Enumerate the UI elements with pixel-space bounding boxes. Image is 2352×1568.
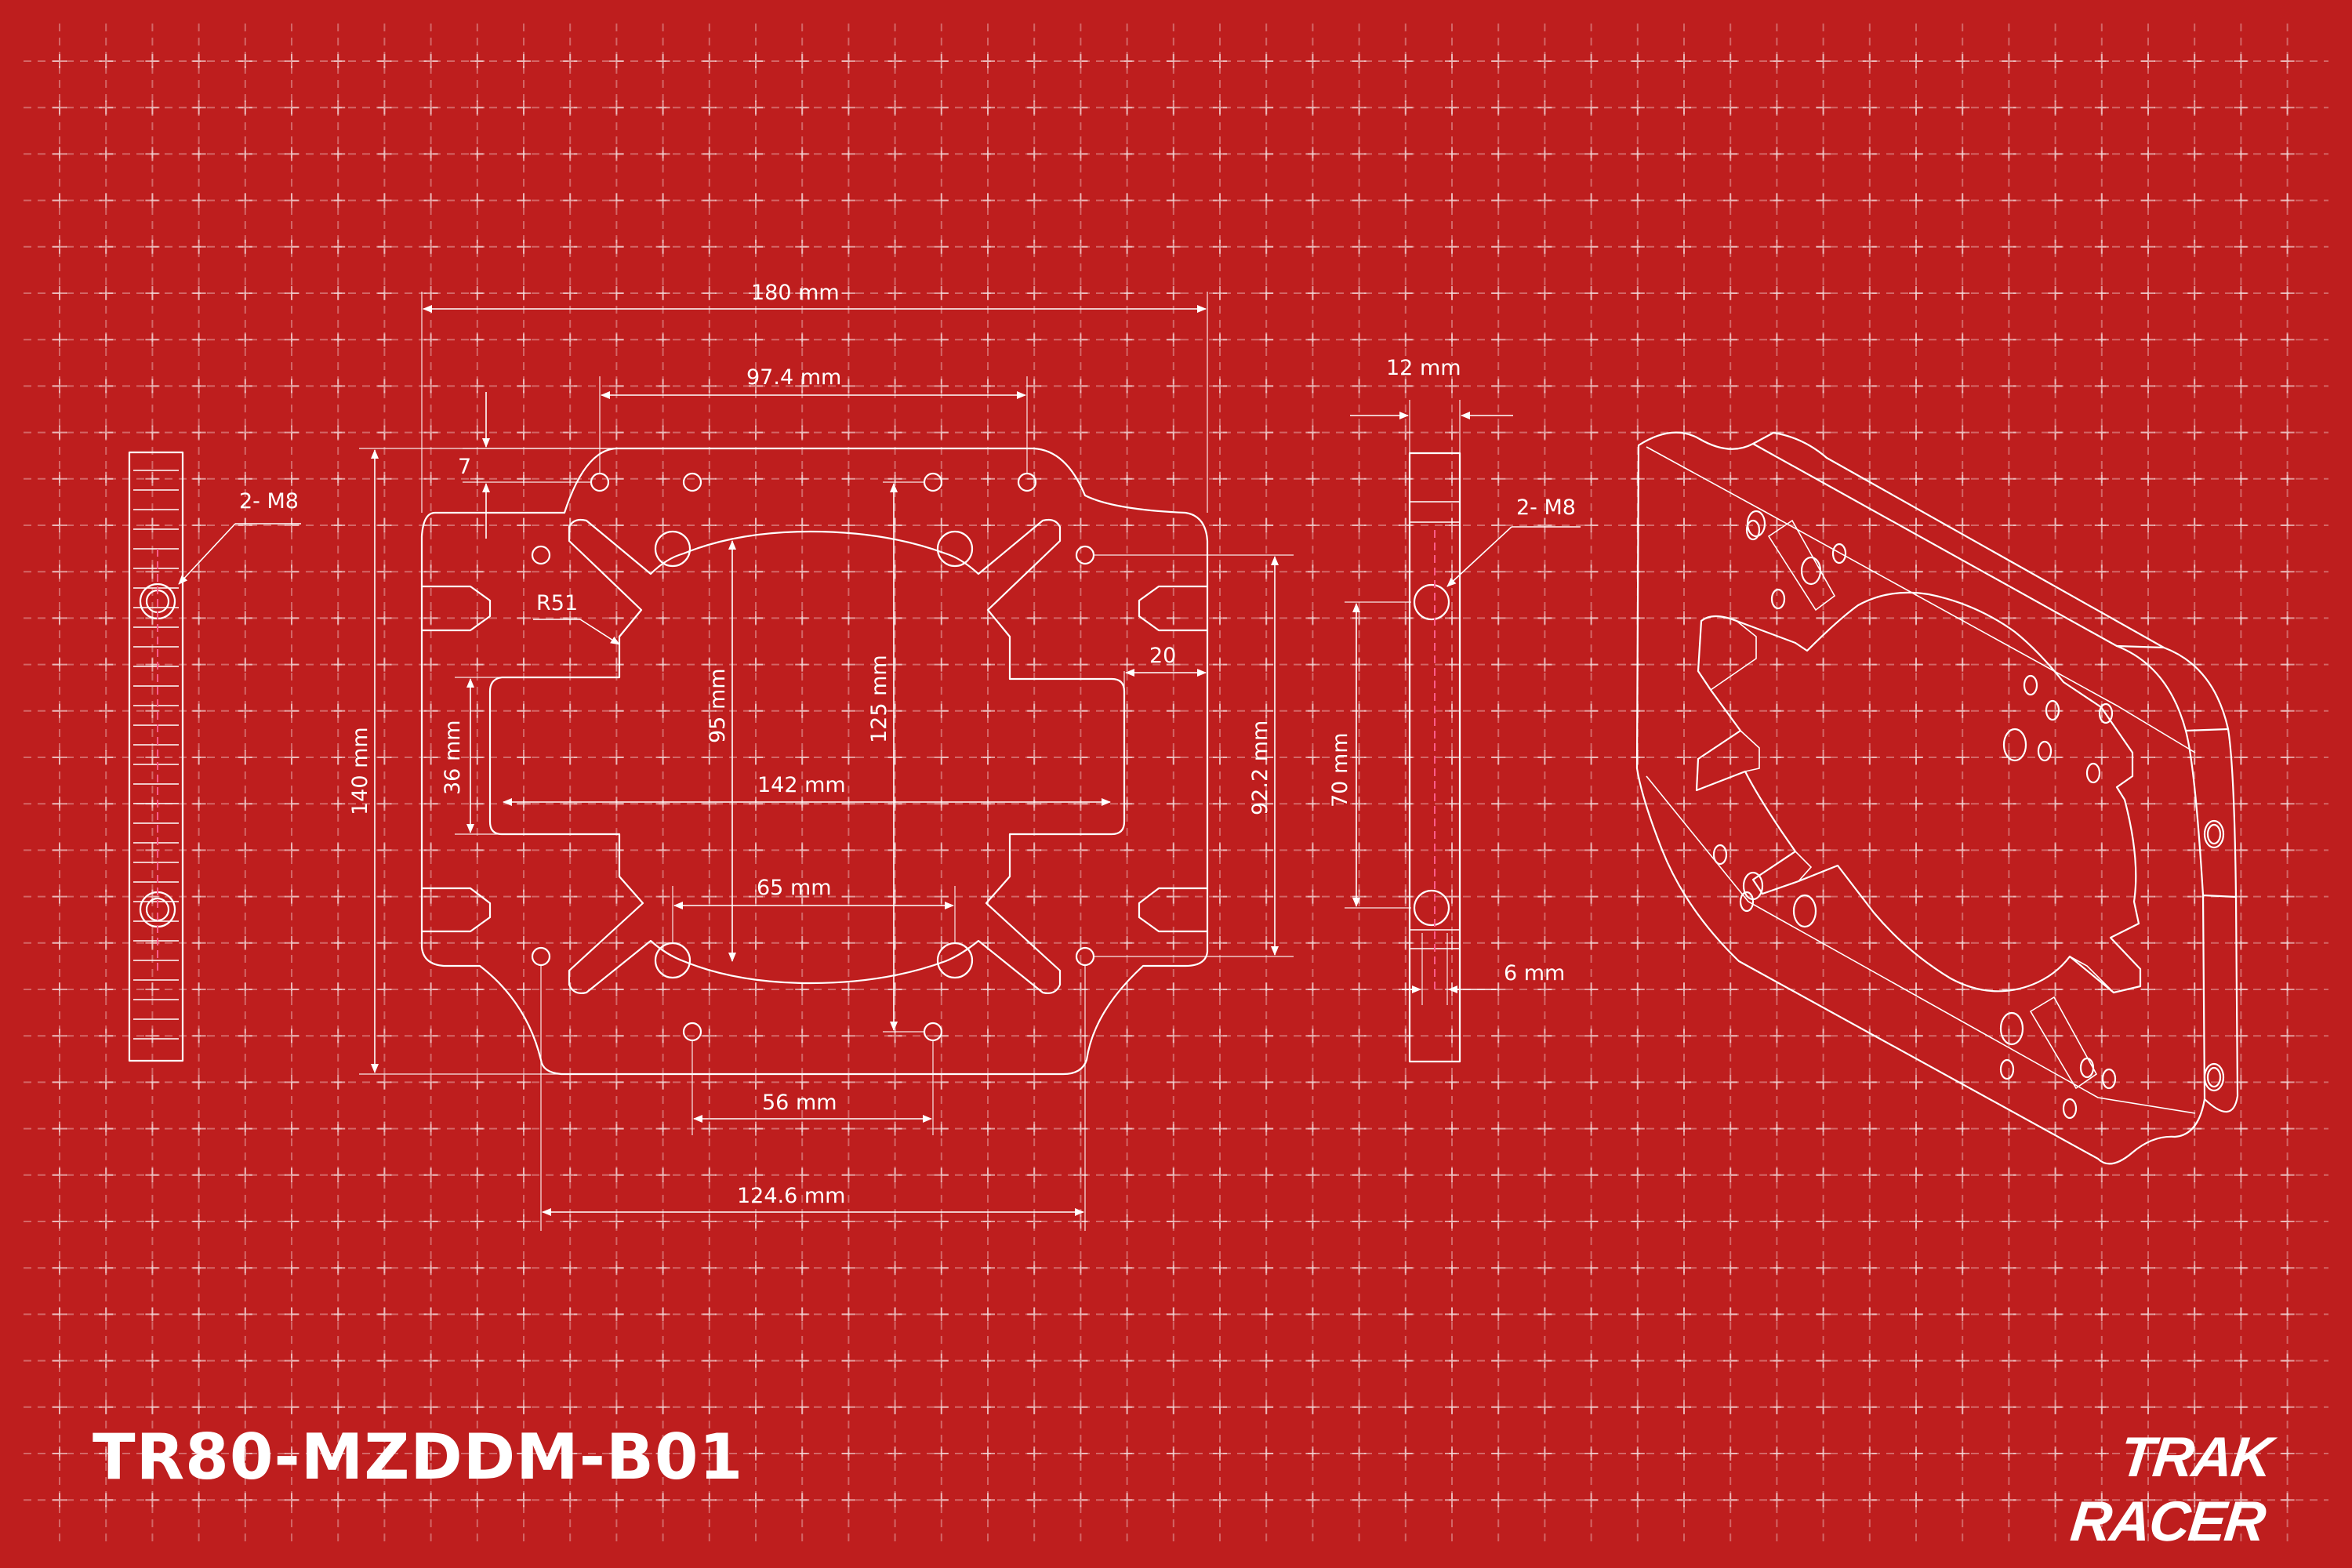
model-code: TR80-MZDDM-B01 — [93, 1421, 744, 1494]
dim-edge-offset: 7 — [458, 455, 471, 479]
side-view-thread-note: 2- M8 — [1516, 495, 1576, 520]
dim-side-slot: 20 — [1149, 644, 1176, 668]
dim-left-offset: 36 mm — [441, 720, 465, 795]
side-view-hole-spacing: 70 mm — [1328, 732, 1352, 808]
side-view-thickness: 12 mm — [1386, 356, 1461, 380]
dim-overall-height: 140 mm — [348, 727, 372, 815]
dim-vertical-holes: 125 mm — [867, 655, 891, 743]
left-edge-view: 2- M8 — [128, 451, 301, 1062]
dim-slot-length: 142 mm — [757, 773, 846, 797]
dim-bottom-span: 124.6 mm — [737, 1184, 845, 1208]
side-view: 12 mm 2- M8 70 mm 6 mm — [1328, 356, 1581, 1063]
dim-top-holes: 97.4 mm — [746, 365, 841, 390]
dim-bottom-holes: 56 mm — [762, 1091, 837, 1115]
left-view-thread-note: 2- M8 — [239, 489, 299, 514]
side-view-lip: 6 mm — [1504, 961, 1565, 985]
dim-width-overall: 180 mm — [751, 281, 840, 305]
isometric-view — [1635, 431, 2239, 1165]
front-view-plate: 180 mm 97.4 mm 7 140 mm 36 mm — [348, 281, 1294, 1231]
dim-right-height: 92.2 mm — [1248, 720, 1272, 815]
dim-inner-circle: 95 mm — [706, 668, 730, 743]
dim-inner-holes: 65 mm — [757, 876, 832, 900]
dim-radius: R51 — [536, 591, 578, 615]
brand-logo: TRAK RACER — [2067, 1426, 2274, 1553]
